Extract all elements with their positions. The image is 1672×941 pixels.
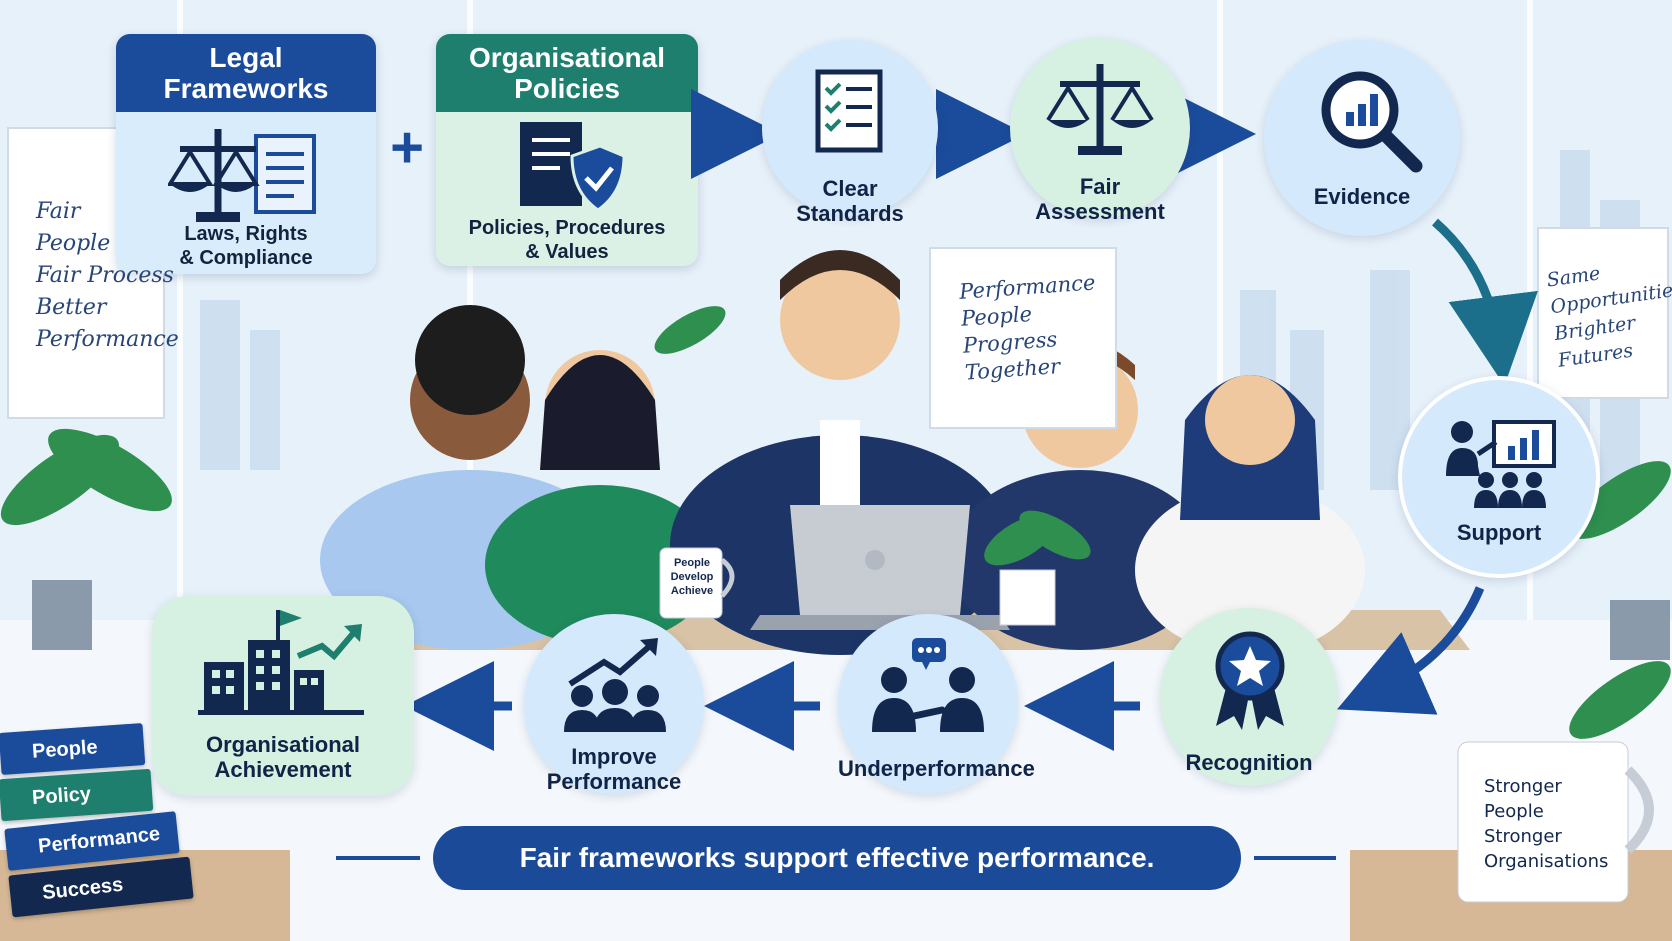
recognition-label: Recognition — [1185, 750, 1313, 775]
mug-right-text: Stronger People Stronger Organisations — [1484, 774, 1608, 874]
evidence-label: Evidence — [1313, 184, 1411, 209]
policies-title-line1: Organisational — [468, 42, 666, 73]
mug-center-text: People Develop Achieve — [664, 556, 720, 598]
conversation-icon — [872, 638, 984, 732]
mug-center-line: People — [673, 557, 711, 569]
team-growth-icon — [564, 638, 666, 732]
legal-title-line1: Legal — [209, 42, 283, 73]
policies-sub-line1: Policies, Procedures — [468, 217, 666, 239]
conclusion-banner: Fair frameworks support effective perfor… — [433, 826, 1241, 890]
achievement-label-line1: Organisational — [205, 732, 361, 757]
scales-icon — [1046, 64, 1154, 155]
policies-title-line2: Policies — [514, 73, 620, 104]
wb-left-line: People — [36, 231, 111, 256]
plus-symbol: + — [390, 115, 424, 180]
legal-title-line2: Frameworks — [163, 73, 329, 104]
underperformance-node: Underperformance — [838, 614, 1035, 794]
fair-assessment-label: Fair Assessment — [1010, 174, 1190, 224]
clear-label-line1: Clear — [822, 176, 878, 201]
fair-label-line2: Assessment — [1035, 199, 1165, 224]
checklist-icon — [815, 69, 883, 153]
wb-left-line: Performance — [36, 327, 179, 352]
policies-subtitle: Policies, Procedures & Values — [436, 216, 698, 264]
mug-right-line: People — [1484, 801, 1544, 822]
wb-left-line: Better — [36, 295, 107, 320]
improve-performance-node: Improve Performance — [524, 614, 704, 794]
mug-right-line: Stronger — [1484, 776, 1562, 797]
mug-right-line: Organisations — [1484, 851, 1609, 872]
clear-standards-node: Clear Standards — [762, 40, 938, 226]
support-label: Support — [1456, 520, 1542, 545]
improve-performance-label: Improve Performance — [524, 744, 704, 794]
presentation-team-icon — [1446, 420, 1556, 508]
whiteboard-left-notes: Fair People Fair Process Better Performa… — [36, 196, 179, 356]
legal-subtitle: Laws, Rights & Compliance — [116, 222, 376, 270]
legal-sub-line2: & Compliance — [179, 247, 313, 269]
award-ribbon-icon — [1215, 631, 1285, 730]
mug-center-line: Develop — [670, 571, 714, 583]
whiteboard-right-notes: Same Opportunities Brighter Futures — [1545, 249, 1672, 375]
arrow-support-to-recognition — [1337, 586, 1485, 715]
underperformance-label: Underperformance — [838, 756, 1035, 781]
scales-document-icon — [168, 129, 316, 222]
achievement-label-line2: Achievement — [214, 757, 352, 782]
buildings-growth-icon — [198, 610, 364, 715]
organisational-achievement-node: Organisational Achievement — [152, 596, 414, 796]
fair-assessment-node: Fair Assessment — [1010, 38, 1190, 224]
organisational-policies-card: Organisational Policies Policies, Proced… — [436, 34, 698, 266]
magnifier-chart-icon — [1321, 71, 1423, 173]
improve-label-line2: Performance — [546, 769, 682, 794]
policy-shield-icon — [520, 122, 626, 212]
clear-label-line2: Standards — [796, 201, 904, 226]
recognition-node: Recognition — [1160, 608, 1338, 786]
legal-frameworks-title: Legal Frameworks — [116, 34, 376, 112]
organisational-policies-title: Organisational Policies — [436, 34, 698, 112]
wb-left-line: Fair — [36, 199, 81, 224]
wb-left-line: Fair Process — [36, 263, 174, 288]
support-node: Support — [1398, 376, 1600, 578]
legal-frameworks-card: Legal Frameworks Laws, Rights & Complian… — [116, 34, 376, 274]
improve-label-line1: Improve — [571, 744, 657, 769]
fair-label-line1: Fair — [1079, 174, 1121, 199]
whiteboard-center-notes: Performance People Progress Together — [958, 269, 1101, 386]
organisational-achievement-label: Organisational Achievement — [152, 732, 414, 782]
mug-right-line: Stronger — [1484, 826, 1562, 847]
policies-sub-line2: & Values — [525, 241, 609, 263]
clear-standards-label: Clear Standards — [762, 176, 938, 226]
mug-center-line: Achieve — [670, 585, 714, 597]
legal-sub-line1: Laws, Rights — [184, 223, 308, 245]
evidence-node: Evidence — [1264, 40, 1460, 236]
arrow-evidence-to-support — [1432, 218, 1538, 386]
